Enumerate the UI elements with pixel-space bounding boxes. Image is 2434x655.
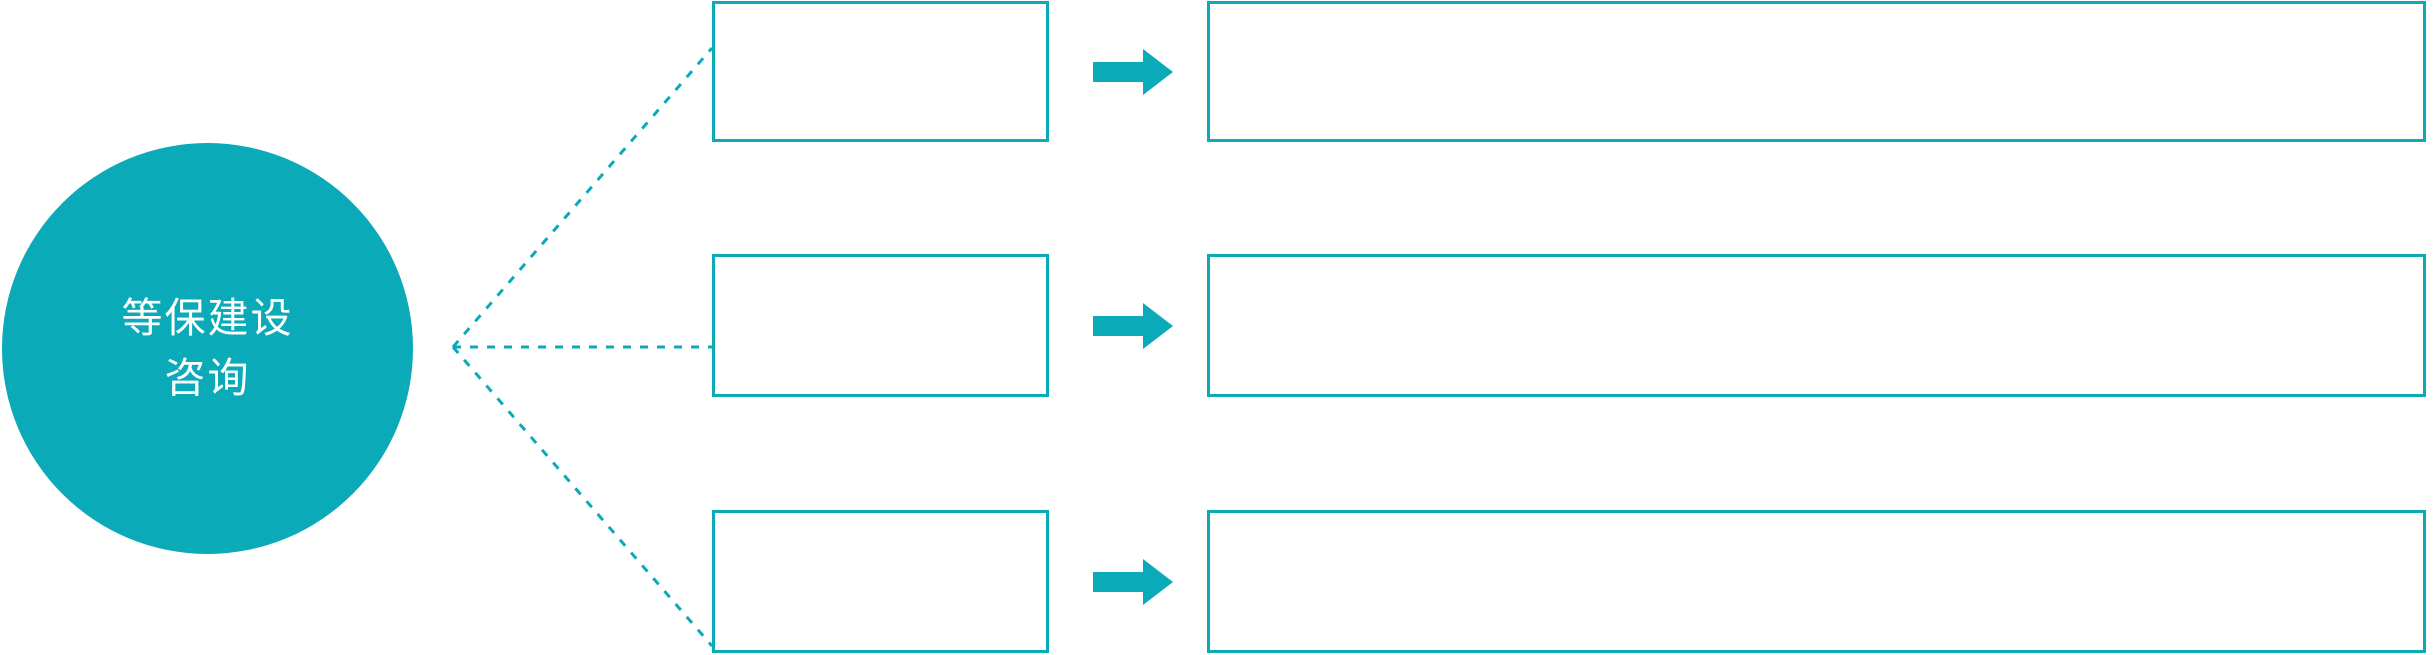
diagram-row xyxy=(0,510,2434,653)
detail-box[interactable] xyxy=(1207,510,2426,653)
detail-box[interactable] xyxy=(1207,254,2426,397)
stage-box[interactable] xyxy=(712,254,1049,397)
hub-circle[interactable]: 等保建设 咨询 xyxy=(2,143,413,554)
stage-box[interactable] xyxy=(712,510,1049,653)
detail-box-label xyxy=(1210,4,2423,24)
stage-box-label xyxy=(715,513,1046,533)
hub-label: 等保建设 咨询 xyxy=(121,295,294,401)
arrow-right-icon xyxy=(1093,48,1173,95)
arrow-right-icon xyxy=(1093,558,1173,605)
detail-box-label xyxy=(1210,513,2423,533)
stage-box[interactable] xyxy=(712,1,1049,142)
stage-box-label xyxy=(715,257,1046,277)
diagram-row xyxy=(0,254,2434,397)
detail-box-label xyxy=(1210,257,2423,277)
detail-box[interactable] xyxy=(1207,1,2426,142)
arrow-right-icon xyxy=(1093,302,1173,349)
diagram-row xyxy=(0,1,2434,142)
stage-box-label xyxy=(715,4,1046,24)
